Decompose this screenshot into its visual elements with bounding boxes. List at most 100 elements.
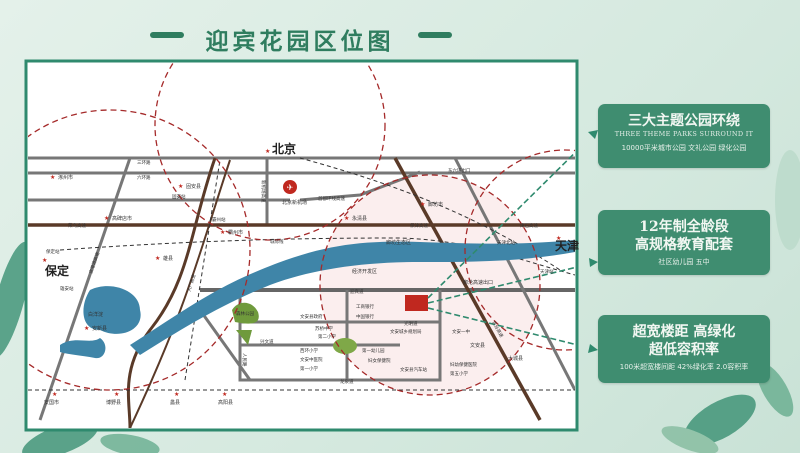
place-label: 博野县 bbox=[106, 399, 121, 406]
place-label: 安新县 bbox=[92, 325, 107, 332]
place-label: 高阳县 bbox=[218, 399, 233, 406]
page-title: 迎宾花园区位图 bbox=[205, 28, 395, 55]
poi-label: 第五小学 bbox=[450, 370, 468, 377]
svg-text:★: ★ bbox=[42, 257, 47, 264]
poi-label: 文安县政府 bbox=[300, 313, 323, 320]
road-label: 东六环出口 bbox=[448, 167, 471, 174]
poi-label: 妇女保健院 bbox=[368, 357, 391, 364]
expressway-daguang bbox=[126, 157, 217, 428]
card-heading: 超宽楼距 高绿化 bbox=[632, 324, 736, 340]
park-wenli bbox=[333, 338, 357, 354]
poi-label: 第一小学 bbox=[300, 365, 318, 372]
radius-circles bbox=[28, 63, 575, 396]
title-ornament-right bbox=[418, 32, 452, 38]
area-label: 白洋淀 bbox=[88, 311, 103, 318]
city-beijing: 北京 bbox=[272, 141, 296, 156]
station-labels: 固安站 霸州站 保定站 天津北站 天津站 雄安站 bbox=[46, 193, 554, 292]
place-label: 安国市 bbox=[44, 399, 59, 406]
arrow-head-icon bbox=[588, 344, 598, 353]
place-label: 固安县 bbox=[186, 183, 201, 190]
poi-label: 工商银行 bbox=[356, 303, 374, 310]
place-label: 雄县 bbox=[163, 255, 173, 262]
river bbox=[130, 240, 575, 355]
place-star-icons: ★ ★ ★ ★ ★ ★ ★ ★ ★ ★ ★ ★ ★ ★ ★ bbox=[42, 148, 561, 398]
poi-label: 西环小学 bbox=[300, 347, 318, 354]
place-label: 蠡县 bbox=[170, 399, 180, 406]
svg-text:★: ★ bbox=[420, 201, 425, 208]
poi-label: 文安中医院 bbox=[300, 356, 323, 363]
svg-text:★: ★ bbox=[556, 235, 561, 242]
project-radius-fill bbox=[320, 175, 540, 395]
place-label: 廊坊市 bbox=[428, 201, 443, 208]
svg-text:★: ★ bbox=[155, 255, 160, 262]
area-label: 廊坊生态区 bbox=[386, 239, 411, 246]
svg-text:★: ★ bbox=[84, 325, 89, 332]
road-label: 迎宾道 bbox=[350, 288, 364, 295]
park-forest bbox=[232, 302, 259, 324]
card-heading: 12年制全龄段 bbox=[639, 219, 729, 235]
arrow-head-icon bbox=[589, 258, 598, 267]
area-label: 森林公园 bbox=[236, 310, 254, 317]
svg-text:★: ★ bbox=[50, 174, 55, 181]
svg-text:★: ★ bbox=[52, 391, 57, 398]
area-labels: 白洋淀 廊坊生态区 经济开发区 廊沧高速出口 森林公园 bbox=[88, 239, 493, 318]
station-label: 保定站 bbox=[46, 248, 60, 255]
road-label: 人民路 bbox=[241, 353, 248, 367]
poi-label: 文安城乡规划局 bbox=[390, 328, 422, 335]
road-label: 龙泉道 bbox=[340, 378, 354, 385]
city-tianjin: 天津 bbox=[555, 238, 579, 253]
card-subtitle-en: THREE THEME PARKS SURROUND IT bbox=[614, 130, 754, 138]
arrow-head-icon bbox=[588, 130, 598, 139]
lake-baiyangdian bbox=[83, 286, 141, 334]
poi-label: 苏桥中学 bbox=[315, 325, 333, 332]
place-label: 大城县 bbox=[508, 355, 523, 362]
place-label: 霸州市 bbox=[228, 229, 243, 236]
svg-text:★: ★ bbox=[178, 183, 183, 190]
station-label: 固安站 bbox=[172, 193, 186, 200]
poi-label: 中国银行 bbox=[356, 313, 374, 320]
svg-text:★: ★ bbox=[222, 391, 227, 398]
card-heading: 超低容积率 bbox=[649, 342, 719, 358]
svg-text:★: ★ bbox=[265, 148, 270, 155]
area-label: 廊沧高速出口 bbox=[463, 279, 493, 286]
svg-text:★: ★ bbox=[114, 391, 119, 398]
airplane-glyph: ✈ bbox=[287, 183, 294, 192]
poi-labels: 文安县政府 工商银行 中国银行 苏桥中学 第二小学 文安城乡规划局 第一幼儿园 … bbox=[300, 303, 477, 377]
callout-arrows bbox=[427, 151, 575, 346]
place-labels: 涿州市 固安县 永清县 廊坊市 霸州市 雄县 高碑店市 安新县 安国市 博野县 … bbox=[44, 174, 523, 406]
project-marker[interactable] bbox=[405, 295, 428, 311]
road-label: 首都环线高速 bbox=[318, 195, 345, 202]
city-baoding: 保定 bbox=[44, 263, 69, 278]
park-small bbox=[236, 330, 252, 345]
svg-text:★: ★ bbox=[220, 229, 225, 236]
place-label: 文安县 bbox=[470, 342, 485, 349]
road-label: 城际线 bbox=[270, 238, 284, 245]
poi-label: 第二小学 bbox=[318, 333, 336, 340]
area-label: 经济开发区 bbox=[352, 268, 377, 275]
airport-icon bbox=[283, 180, 297, 194]
svg-text:★: ★ bbox=[104, 215, 109, 222]
place-label: 涿州市 bbox=[58, 174, 73, 181]
station-label: 天津北站 bbox=[497, 239, 515, 246]
card-detail: 社区幼儿园 五中 bbox=[658, 258, 710, 266]
svg-text:★: ★ bbox=[174, 391, 179, 398]
road-label: 三环路 bbox=[137, 159, 151, 166]
road-label: 津石高速 bbox=[520, 222, 538, 229]
poi-label: 文安县汽车站 bbox=[400, 366, 427, 373]
card-heading: 高规格教育配套 bbox=[635, 237, 733, 253]
card-detail: 10000平米城市公园 文礼公园 绿化公园 bbox=[621, 144, 747, 152]
poi-label: 妇幼保健医院 bbox=[450, 361, 477, 368]
svg-text:★: ★ bbox=[344, 215, 349, 222]
card-heading: 三大主题公园环绕 bbox=[628, 113, 740, 129]
lake bbox=[60, 338, 106, 359]
poi-label: 文安一中 bbox=[452, 328, 470, 335]
place-label: 高碑店市 bbox=[112, 215, 132, 222]
feature-card-parks: 三大主题公园环绕 THREE THEME PARKS SURROUND IT 1… bbox=[598, 104, 770, 168]
station-label: 天津站 bbox=[540, 268, 554, 275]
road-label: 六环路 bbox=[137, 174, 151, 181]
railway bbox=[129, 159, 231, 428]
road-label: 保津高速 bbox=[410, 222, 428, 229]
expressway-jingtai bbox=[393, 157, 542, 421]
place-label: 永清县 bbox=[352, 215, 367, 222]
